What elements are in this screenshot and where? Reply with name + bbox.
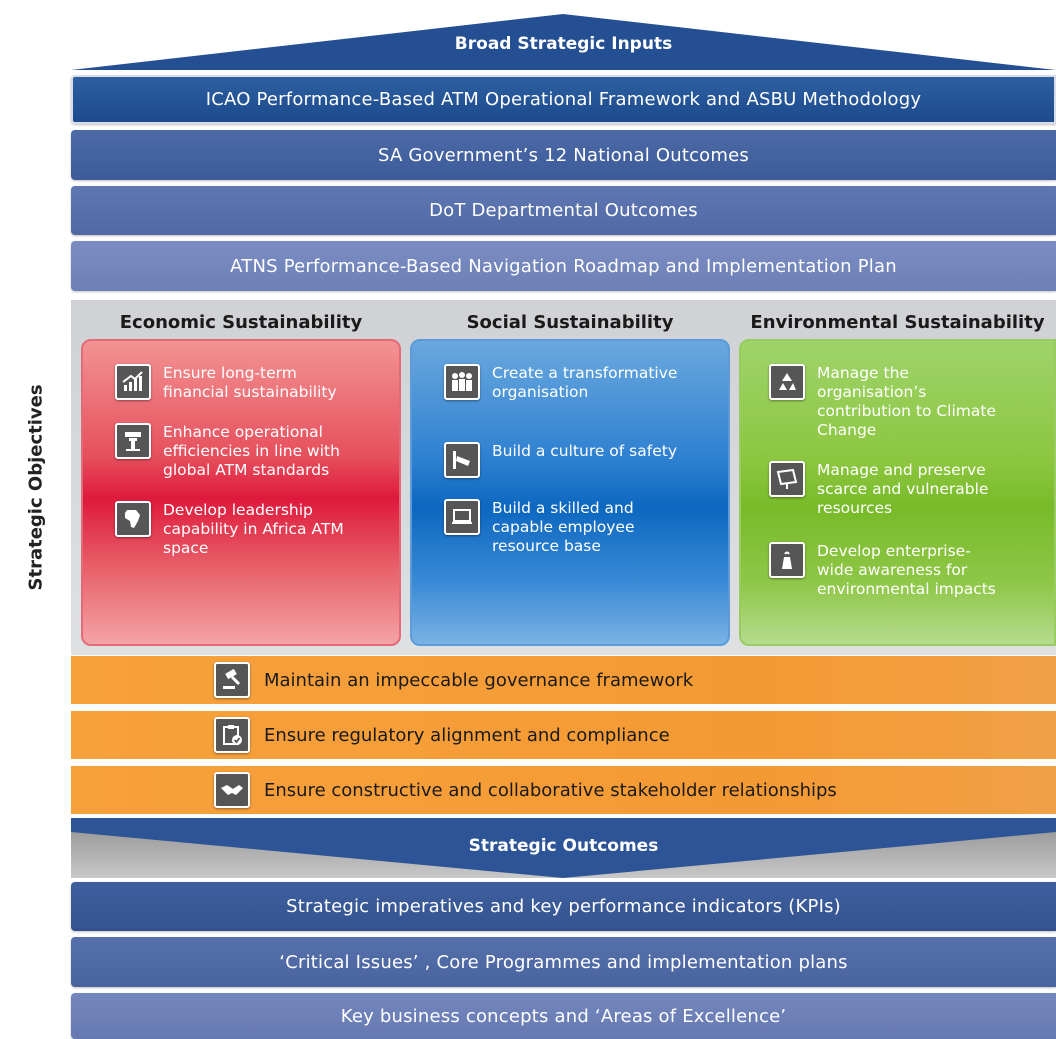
- laptop-icon: [444, 499, 480, 535]
- input-band-atns-roadmap: ATNS Performance-Based Navigation Roadma…: [71, 241, 1056, 291]
- outcomes-chevron: [71, 818, 1056, 878]
- security-camera-icon: [444, 442, 480, 478]
- recycle-icon: [769, 364, 805, 400]
- outcome-band-areas-of-excellence: Key business concepts and ‘Areas of Exce…: [71, 993, 1056, 1039]
- strategic-objectives-side-label: Strategic Objectives: [25, 384, 47, 591]
- broad-strategic-inputs-title: Broad Strategic Inputs: [454, 34, 673, 54]
- outcome-band-critical-issues: ‘Critical Issues’ , Core Programmes and …: [71, 937, 1056, 987]
- governance-band: Ensure regulatory alignment and complian…: [71, 711, 1056, 761]
- governance-text: Ensure regulatory alignment and complian…: [264, 724, 670, 746]
- objective-item: Create a transformative organisation: [444, 364, 692, 402]
- objective-item: Ensure long-term financial sustainabilit…: [115, 364, 363, 402]
- social-sustainability-title: Social Sustainability: [466, 312, 674, 333]
- objective-text: Manage the organisation’s contribution t…: [817, 364, 996, 439]
- objective-text: Create a transformative organisation: [492, 364, 678, 401]
- governance-band: Ensure constructive and collaborative st…: [71, 766, 1056, 816]
- objective-item: Enhance operational efficiencies in line…: [115, 423, 363, 480]
- factory-emission-icon: [769, 542, 805, 578]
- input-band-icao: ICAO Performance-Based ATM Operational F…: [71, 75, 1056, 124]
- governance-text: Ensure constructive and collaborative st…: [264, 779, 837, 801]
- gavel-icon: [214, 662, 250, 698]
- objective-text: Ensure long-term financial sustainabilit…: [163, 364, 337, 401]
- governance-text: Maintain an impeccable governance framew…: [264, 669, 694, 691]
- objective-text: Develop leadership capability in Africa …: [163, 501, 344, 557]
- strategic-outcomes-title: Strategic Outcomes: [468, 836, 659, 856]
- clipboard-check-icon: [214, 717, 250, 753]
- roof-shape: [71, 14, 1056, 70]
- input-band-national-outcomes: SA Government’s 12 National Outcomes: [71, 130, 1056, 180]
- objective-text: Build a skilled and capable employee res…: [492, 499, 635, 555]
- governance-band: Maintain an impeccable governance framew…: [71, 656, 1056, 706]
- environmental-pillar: Manage the organisation’s contribution t…: [739, 339, 1056, 646]
- social-pillar: Create a transformative organisation Bui…: [410, 339, 730, 646]
- objective-item: Manage and preserve scarce and vulnerabl…: [769, 461, 1007, 518]
- objective-item: Manage the organisation’s contribution t…: [769, 364, 1002, 440]
- people-group-icon: [444, 364, 480, 400]
- objective-item: Develop leadership capability in Africa …: [115, 501, 363, 558]
- objective-item: Develop enterprise-wide awareness for en…: [769, 542, 1002, 599]
- objective-text: Build a culture of safety: [492, 442, 677, 460]
- objective-text: Enhance operational efficiencies in line…: [163, 423, 340, 479]
- environmental-sustainability-title: Environmental Sustainability: [750, 312, 1045, 333]
- handshake-icon: [214, 772, 250, 808]
- growth-chart-icon: [115, 364, 151, 400]
- economic-sustainability-title: Economic Sustainability: [119, 312, 363, 333]
- objective-item: Build a skilled and capable employee res…: [444, 499, 692, 556]
- outcome-band-kpis: Strategic imperatives and key performanc…: [71, 882, 1056, 931]
- objective-item: Build a culture of safety: [444, 442, 692, 478]
- objective-text: Manage and preserve scarce and vulnerabl…: [817, 461, 989, 517]
- solar-panel-icon: [769, 461, 805, 497]
- objective-text: Develop enterprise-wide awareness for en…: [817, 542, 996, 598]
- economic-pillar: Ensure long-term financial sustainabilit…: [81, 339, 401, 646]
- input-band-dot-outcomes: DoT Departmental Outcomes: [71, 186, 1056, 235]
- africa-map-icon: [115, 501, 151, 537]
- control-tower-icon: [115, 423, 151, 459]
